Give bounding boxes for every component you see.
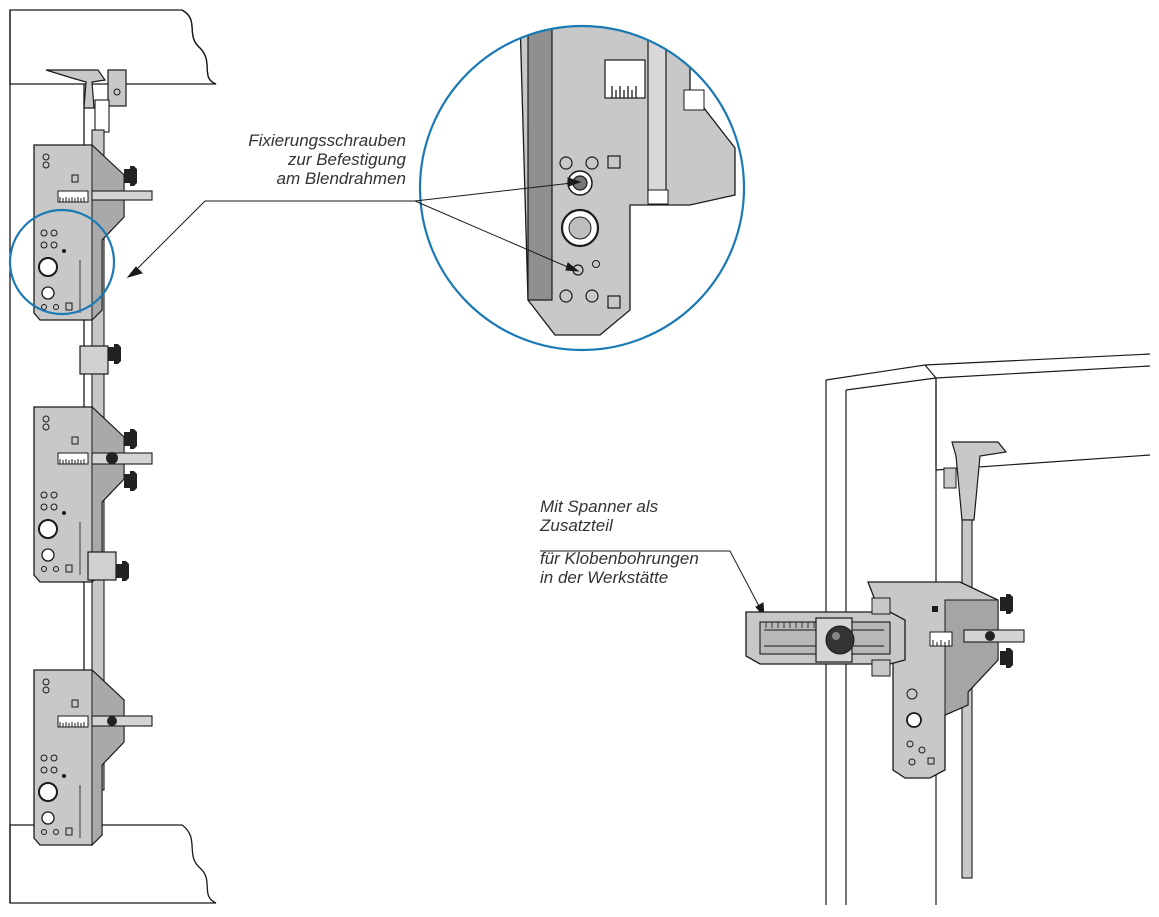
detail-magnifier <box>418 24 746 352</box>
callout-fix-line-2: zur Befestigung <box>287 150 406 169</box>
callout-spanner-sub-2: in der Werkstätte <box>540 568 669 587</box>
callout-spanner: Mit Spanner als Zusatzteil für Klobenboh… <box>540 497 740 587</box>
callout-spanner-line-1: Mit Spanner als <box>540 497 659 516</box>
callout-fix-line-3: am Blendrahmen <box>276 169 406 188</box>
leader-lines <box>126 177 765 618</box>
callout-spanner-sub-1: für Klobenbohrungen <box>540 549 699 568</box>
callout-fix-line-1: Fixierungsschrauben <box>248 131 406 150</box>
callout-spanner-gap <box>540 535 740 549</box>
left-assembly <box>8 9 217 904</box>
callout-fixation-screws: Fixierungsschrauben zur Befestigung am B… <box>180 131 406 188</box>
callout-spanner-line-2: Zusatzteil <box>540 516 613 535</box>
right-assembly <box>745 353 1151 905</box>
highlight-circle <box>8 208 116 316</box>
